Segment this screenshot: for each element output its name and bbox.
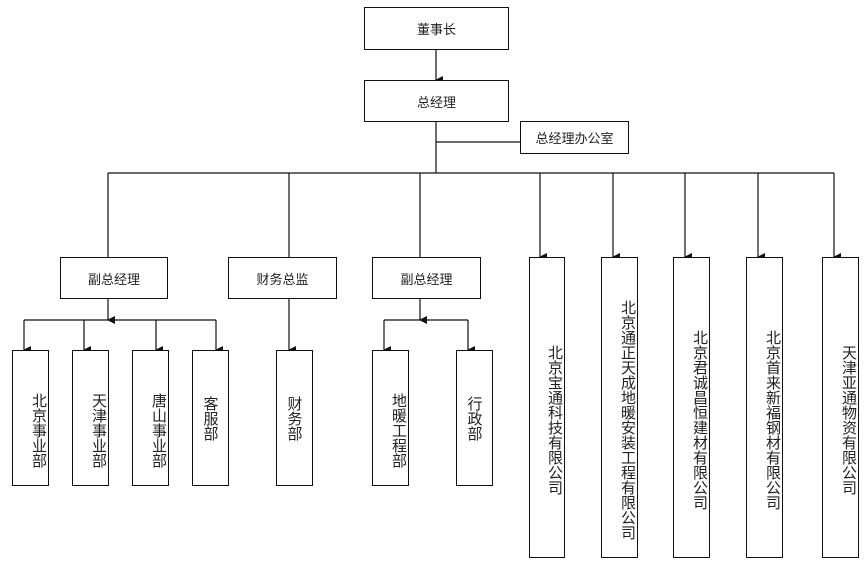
manager-label: 财务总监 [256,272,309,288]
subsidiary-label: 北京首来新福钢材有限公司 [764,329,782,510]
manager-box-1: 副总经理 [60,257,168,299]
subsidiary-box: 天津亚通物资有限公司 [822,257,859,558]
subsidiary-box: 北京通正天成地暖安装工程有限公司 [601,257,638,558]
manager-label: 副总经理 [400,272,453,288]
subsidiary-label: 北京通正天成地暖安装工程有限公司 [619,299,637,540]
department-label: 北京事业部 [30,392,48,468]
subsidiary-box: 北京首来新福钢材有限公司 [746,257,783,558]
gm-office-box: 总经理办公室 [520,121,629,154]
department-box: 行政部 [456,350,493,486]
department-box: 财务部 [276,350,313,486]
gm-office-label: 总经理办公室 [535,132,614,147]
chairman-label: 董事长 [416,23,456,38]
department-box: 北京事业部 [12,350,49,486]
department-box: 地暖工程部 [372,350,409,486]
general-manager-box: 总经理 [364,80,509,122]
department-box: 客服部 [192,350,229,486]
department-label: 财务部 [285,395,304,441]
department-label: 唐山事业部 [150,392,168,468]
department-label: 行政部 [465,395,484,441]
manager-label: 副总经理 [87,272,140,288]
department-label: 地暖工程部 [390,392,408,468]
manager-box-3: 副总经理 [372,257,481,299]
department-label: 天津事业部 [90,392,108,468]
subsidiary-label: 北京君诚昌恒建材有限公司 [691,329,709,510]
subsidiary-label: 北京宝通科技有限公司 [546,344,564,495]
subsidiary-box: 北京宝通科技有限公司 [529,257,565,558]
general-manager-label: 总经理 [416,95,456,111]
department-label: 客服部 [201,395,220,441]
subsidiary-label: 天津亚通物资有限公司 [840,344,858,495]
subsidiary-box: 北京君诚昌恒建材有限公司 [673,257,710,558]
chairman-box: 董事长 [364,7,509,50]
department-box: 天津事业部 [72,350,109,486]
department-box: 唐山事业部 [132,350,169,486]
manager-box-2: 财务总监 [228,257,337,299]
